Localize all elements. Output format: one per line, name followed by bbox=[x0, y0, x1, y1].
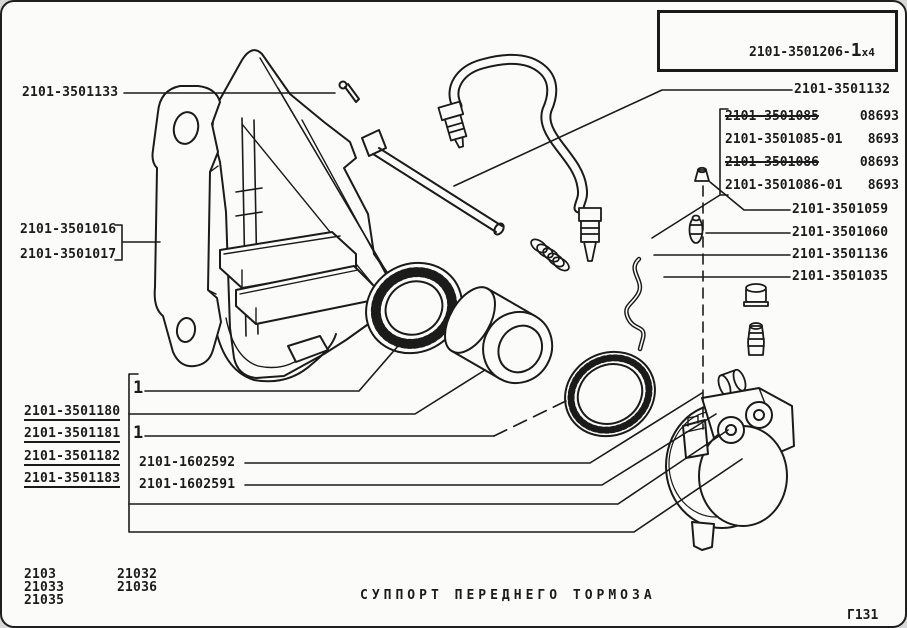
label-repair-kit-4: 2101-3501183 bbox=[24, 471, 121, 488]
cotter-pin-drawing bbox=[338, 80, 360, 103]
figure-code: Г131 bbox=[847, 608, 879, 623]
label-bleeder-valve: 2101-3501060 bbox=[792, 225, 889, 240]
hose-variant-number: 2101-3501085 bbox=[725, 109, 819, 124]
label-caliper-housing-2: 2101-3501017 bbox=[20, 247, 117, 262]
model-code: 21036 bbox=[117, 580, 158, 595]
callout-number-1: 1 bbox=[133, 378, 144, 398]
label-caliper-housing-1: 2101-3501016 bbox=[20, 222, 117, 237]
hose-variant-number: 2101-3501086-01 bbox=[725, 178, 843, 193]
piston-drawing bbox=[444, 286, 554, 385]
label-clip: 2101-3501136 bbox=[792, 247, 889, 262]
hose-variant-number: 2101-3501085-01 bbox=[725, 132, 843, 147]
hose-variant-code: 08693 bbox=[859, 155, 899, 170]
figure-title: СУППОРТ ПЕРЕДНЕГО ТОРМОЗА bbox=[360, 588, 656, 603]
hose-variant-code: 8693 bbox=[867, 132, 899, 147]
legend-part-number: 2101-3501206-1x4 bbox=[749, 40, 875, 61]
bleeder-spring-drawing bbox=[530, 238, 570, 272]
connector-lines bbox=[114, 89, 793, 533]
retainer-pin-drawing bbox=[361, 129, 505, 236]
label-retainer-pin: 2101-3501132 bbox=[794, 82, 891, 97]
hose-variant-row: 2101-3501086-01 8693 bbox=[725, 179, 899, 192]
label-cap: 2101-3501035 bbox=[792, 269, 889, 284]
legend-quantity-suffix: x4 bbox=[861, 46, 875, 59]
hose-variant-row: 2101-3501086 08693 bbox=[725, 156, 899, 169]
label-tube-2: 2101-1602591 bbox=[139, 477, 236, 492]
cylinder-assembly-drawing bbox=[665, 387, 795, 551]
retaining-clip-drawing bbox=[624, 256, 646, 352]
hose-variant-code: 8693 bbox=[867, 178, 899, 193]
caliper-body-drawing bbox=[151, 49, 407, 383]
rubber-cap-drawing bbox=[743, 283, 769, 307]
label-tube-1: 2101-1602592 bbox=[139, 455, 236, 470]
label-bleeder-cap: 2101-3501059 bbox=[792, 202, 889, 217]
hose-variant-row: 2101-3501085-01 8693 bbox=[725, 133, 899, 146]
inner-seal-ring-drawing bbox=[365, 261, 463, 355]
label-repair-kit-3: 2101-3501182 bbox=[24, 449, 121, 466]
model-code: 21032 bbox=[117, 567, 158, 582]
brake-hose-drawing bbox=[437, 53, 602, 262]
label-repair-kit-2: 2101-3501181 bbox=[24, 426, 121, 443]
label-repair-kit-1: 2101-3501180 bbox=[24, 404, 121, 421]
outer-boot-ring-drawing bbox=[564, 350, 656, 438]
model-code: 21033 bbox=[24, 580, 65, 595]
hose-variant-code: 08693 bbox=[859, 109, 899, 124]
label-cotter-pin: 2101-3501133 bbox=[22, 85, 119, 100]
hose-variant-number: 2101-3501086 bbox=[725, 155, 819, 170]
callout-number-1: 1 bbox=[133, 423, 144, 443]
bleeder-cap-drawing bbox=[694, 166, 710, 182]
pads-quantity-legend-box bbox=[657, 10, 898, 72]
model-code: 21035 bbox=[24, 593, 65, 608]
valve-body-drawing bbox=[747, 322, 765, 356]
hose-variant-row: 2101-3501085 08693 bbox=[725, 110, 899, 123]
legend-number-text: 2101-3501206- bbox=[749, 45, 851, 60]
model-code: 2103 bbox=[24, 567, 57, 582]
legend-quantity-value: 1 bbox=[850, 40, 862, 61]
bleeder-valve-drawing bbox=[688, 214, 704, 244]
